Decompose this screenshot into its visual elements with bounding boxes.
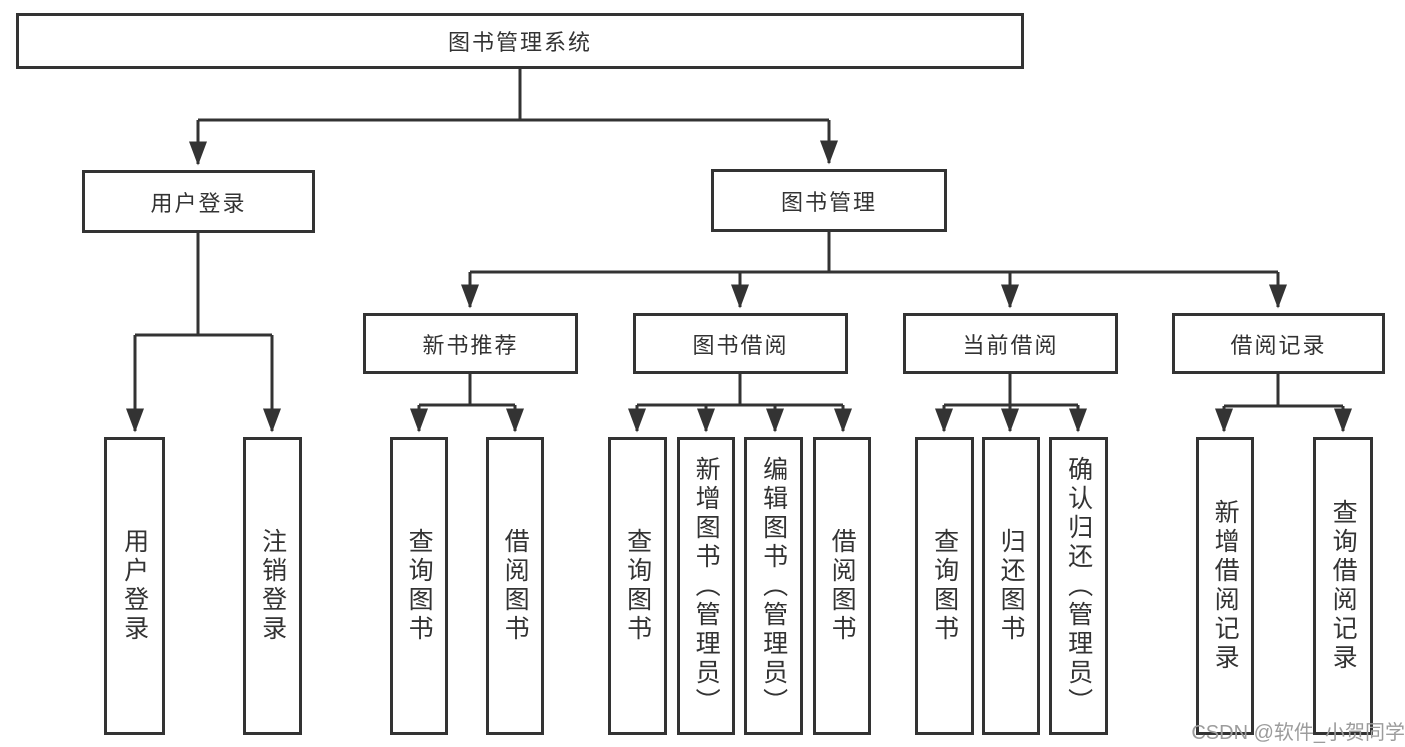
leaf-add-book-admin-label: 新增图书（管理员） — [692, 455, 721, 717]
connector-borrow-record-to-leaves — [1215, 374, 1352, 433]
node-book-borrow: 图书借阅 — [633, 313, 848, 374]
leaf-query-book-borrow: 查询图书 — [608, 437, 667, 735]
node-borrow-record-label: 借阅记录 — [1230, 332, 1327, 358]
connector-new-book-rec-to-leaves — [410, 374, 524, 433]
node-new-book-rec-label: 新书推荐 — [422, 332, 519, 358]
leaf-return-book-label: 归还图书 — [997, 528, 1026, 644]
leaf-logout-label: 注销登录 — [258, 528, 287, 644]
node-book-borrow-label: 图书借阅 — [692, 332, 789, 358]
node-book-mgmt: 图书管理 — [711, 169, 947, 232]
node-book-mgmt-label: 图书管理 — [780, 189, 877, 215]
node-new-book-rec: 新书推荐 — [363, 313, 578, 374]
connector-book-mgmt-to-level3 — [461, 232, 1287, 309]
leaf-borrow-book-borrow-label: 借阅图书 — [828, 528, 857, 644]
connector-user-login-to-leaves — [126, 233, 281, 433]
leaf-query-borrow-record-label: 查询借阅记录 — [1329, 499, 1358, 673]
node-borrow-record: 借阅记录 — [1172, 313, 1385, 374]
connector-current-borrow-to-leaves — [935, 374, 1087, 433]
csdn-watermark: CSDN @软件_小贺同学 — [1191, 722, 1405, 744]
leaf-edit-book-admin: 编辑图书（管理员） — [744, 437, 803, 735]
leaf-return-book: 归还图书 — [982, 437, 1040, 735]
leaf-query-book-rec-label: 查询图书 — [405, 528, 434, 644]
leaf-confirm-return-admin-label: 确认归还（管理员） — [1064, 455, 1093, 717]
leaf-edit-book-admin-label: 编辑图书（管理员） — [759, 455, 788, 717]
node-current-borrow: 当前借阅 — [903, 313, 1118, 374]
leaf-logout: 注销登录 — [243, 437, 302, 735]
leaf-query-book-rec: 查询图书 — [390, 437, 448, 735]
connector-root-to-level2 — [189, 69, 838, 166]
node-current-borrow-label: 当前借阅 — [962, 332, 1059, 358]
leaf-query-book-borrow-label: 查询图书 — [623, 528, 652, 644]
leaf-query-borrow-record: 查询借阅记录 — [1313, 437, 1373, 735]
leaf-user-login-label: 用户登录 — [120, 528, 149, 644]
leaf-add-borrow-record-label: 新增借阅记录 — [1211, 499, 1240, 673]
leaf-borrow-book-borrow: 借阅图书 — [813, 437, 871, 735]
leaf-confirm-return-admin: 确认归还（管理员） — [1049, 437, 1108, 735]
node-user-login: 用户登录 — [82, 170, 315, 233]
leaf-query-book-current-label: 查询图书 — [930, 528, 959, 644]
leaf-query-book-current: 查询图书 — [915, 437, 974, 735]
node-root-label: 图书管理系统 — [447, 30, 592, 55]
leaf-user-login: 用户登录 — [104, 437, 165, 735]
node-user-login-label: 用户登录 — [150, 190, 247, 216]
leaf-borrow-book-rec-label: 借阅图书 — [501, 528, 530, 644]
connector-book-borrow-to-leaves — [628, 374, 852, 433]
leaf-borrow-book-rec: 借阅图书 — [486, 437, 544, 735]
leaf-add-borrow-record: 新增借阅记录 — [1196, 437, 1254, 735]
node-root: 图书管理系统 — [16, 13, 1024, 69]
leaf-add-book-admin: 新增图书（管理员） — [677, 437, 735, 735]
